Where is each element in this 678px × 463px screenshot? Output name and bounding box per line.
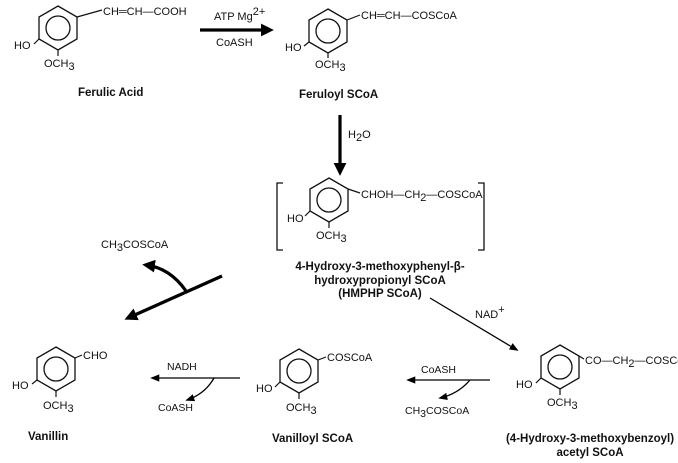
reagent-nadh: NADH	[167, 361, 197, 373]
byproduct-acetyl-scoa-2: CH	[405, 405, 420, 417]
arrow-acetyl-byproduct-1	[142, 259, 188, 292]
byproduct-coash-3: CoASH	[158, 402, 193, 414]
benzoylacetyl-scoa-hydroxy: HO	[516, 379, 533, 391]
ferulic-acid-ring	[38, 5, 78, 51]
hmphp-scoa-ring	[309, 177, 349, 223]
svg-text:OCH3: OCH3	[44, 58, 75, 73]
reagent-nad: NAD	[475, 309, 498, 321]
ferulic-acid-methoxy: OCH	[44, 58, 69, 70]
vanillin-ring	[36, 346, 76, 392]
benzoylacetyl-scoa-structure: CO—CH2—COSCoA HO OCH3	[516, 344, 678, 412]
svg-text:H2O: H2O	[348, 129, 371, 144]
hmphp-name-line-1: 4-Hydroxy-3-methoxyphenyl-β-	[295, 261, 464, 273]
vanilloyl-scoa-hydroxy: HO	[256, 383, 273, 395]
hmphp-scoa-side-chain: CHOH—CH	[361, 189, 420, 201]
svg-text:CH3COSCoA: CH3COSCoA	[101, 239, 169, 254]
vanilloyl-scoa-side-chain: COSCoA	[327, 352, 373, 364]
hmphp-scoa-structure: CHOH—CH2—COSCoA HO OCH3	[287, 177, 483, 245]
feruloyl-scoa-name: Feruloyl SCoA	[299, 89, 378, 101]
hmphp-scoa-hydroxy: HO	[287, 213, 304, 225]
vanillin-hydroxy: HO	[12, 380, 29, 392]
svg-text:CH3COSCoA: CH3COSCoA	[405, 405, 469, 420]
vanillin-methoxy: OCH	[43, 400, 68, 412]
vanilloyl-scoa-aromatic-circle	[286, 358, 312, 384]
svg-text:CHOH—CH2—COSCoA: CHOH—CH2—COSCoA	[361, 189, 483, 204]
svg-text:OCH3: OCH3	[286, 402, 317, 417]
benzoylacetyl-scoa-ring	[540, 344, 580, 390]
reagent-coash-1: CoASH	[216, 37, 253, 49]
benzoylacetyl-name-line-2: acetyl SCoA	[556, 447, 623, 459]
hmphp-name-line-3: (HMPHP SCoA)	[338, 288, 422, 300]
arrow-hmphp-to-benzoylacetyl	[429, 297, 519, 351]
vanilloyl-scoa-structure: COSCoA HO OCH3	[256, 348, 373, 417]
feruloyl-scoa-aromatic-circle	[315, 18, 341, 44]
feruloyl-scoa-methoxy: OCH	[315, 59, 340, 71]
arrow-coash-byproduct	[185, 377, 215, 402]
svg-text:OCH3: OCH3	[547, 397, 578, 412]
feruloyl-scoa-hydroxy: HO	[285, 42, 302, 54]
arrow-hmphp-to-vanillin	[124, 274, 223, 321]
hmphp-right-bracket	[478, 182, 485, 251]
vanilloyl-scoa-name: Vanilloyl SCoA	[272, 433, 353, 445]
svg-text:OCH3: OCH3	[43, 400, 74, 415]
vanillin-aromatic-circle	[43, 356, 69, 382]
benzoylacetyl-scoa-aromatic-circle	[547, 354, 573, 380]
vanillin-structure: CHO HO OCH3	[12, 346, 108, 415]
benzoylacetyl-name-line-1: (4-Hydroxy-3-methoxybenzoyl)	[506, 433, 674, 445]
reagent-h2o: H	[348, 129, 356, 141]
ferulic-acid-aromatic-circle	[45, 15, 71, 41]
reagent-atp-mg: ATP Mg	[214, 11, 253, 23]
arrow-acetyl-byproduct-2	[438, 379, 471, 400]
ferulic-acid-hydroxy: HO	[14, 40, 31, 52]
hmphp-scoa-aromatic-circle	[316, 187, 342, 213]
byproduct-acetyl-scoa-1: CH	[101, 239, 117, 251]
hmphp-scoa-methoxy: OCH	[316, 230, 341, 242]
hmphp-name-line-2: hydroxypropionyl SCoA	[314, 275, 446, 287]
vanillin-aldehyde: CHO	[83, 350, 108, 362]
ferulic-acid-name: Ferulic Acid	[78, 87, 143, 99]
benzoylacetyl-scoa-side-chain: CO—CH	[585, 355, 628, 367]
ferulic-acid-structure: CH═CH—COOH HO OCH3	[14, 5, 187, 73]
feruloyl-scoa-structure: CH═CH—COSCoA HO OCH3	[285, 8, 457, 74]
svg-text:OCH3: OCH3	[315, 59, 346, 74]
svg-text:OCH3: OCH3	[316, 230, 347, 245]
hmphp-left-bracket	[276, 182, 283, 251]
benzoylacetyl-scoa-methoxy: OCH	[547, 397, 572, 409]
svg-text:NAD+: NAD+	[475, 304, 505, 321]
ferulic-acid-side-chain: CH═CH—COOH	[103, 6, 187, 18]
feruloyl-scoa-side-chain: CH═CH—COSCoA	[361, 10, 457, 22]
svg-text:CO—CH2—COSCoA: CO—CH2—COSCoA	[585, 355, 678, 370]
vanilloyl-scoa-methoxy: OCH	[286, 402, 311, 414]
reagent-coash-2: CoASH	[421, 364, 456, 376]
svg-text:ATP Mg2+: ATP Mg2+	[214, 6, 265, 23]
vanillin-name: Vanillin	[28, 431, 68, 443]
vanilloyl-scoa-ring	[279, 348, 319, 394]
feruloyl-scoa-ring	[308, 8, 348, 54]
